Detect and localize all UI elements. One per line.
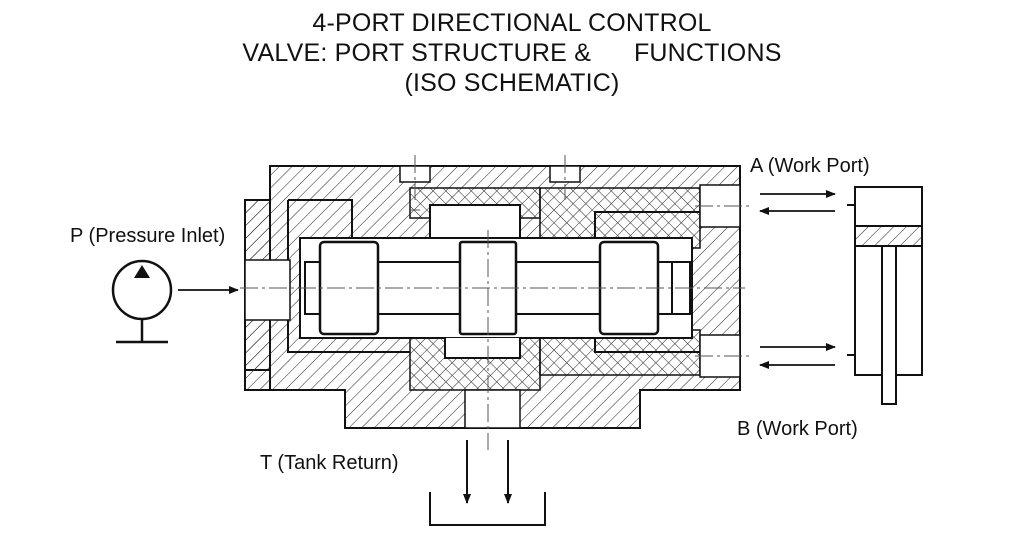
passage-left (287, 200, 410, 353)
port-p-opening (244, 259, 291, 321)
passage-left-top (288, 199, 353, 238)
passage-b (594, 338, 700, 353)
passage-upper-center (429, 204, 521, 239)
title-line-3: (ISO SCHEMATIC) (404, 69, 620, 97)
label-tank-return: T (Tank Return) (260, 452, 399, 474)
title-line-2: VALVE: PORT STRUCTURE & FUNCTIONS (242, 39, 782, 67)
center-lines (240, 155, 750, 450)
label-work-port-a: A (Work Port) (750, 155, 870, 177)
port-t-opening (464, 389, 521, 429)
cylinder-icon (847, 186, 923, 405)
pump-icon (111, 259, 173, 344)
tank-icon (429, 492, 546, 526)
passage-lower-center (444, 338, 521, 359)
passage-a (594, 211, 700, 238)
title-line-1: 4-PORT DIRECTIONAL CONTROL (312, 9, 712, 37)
label-work-port-b: B (Work Port) (737, 418, 858, 440)
label-pressure-inlet: P (Pressure Inlet) (70, 225, 225, 247)
